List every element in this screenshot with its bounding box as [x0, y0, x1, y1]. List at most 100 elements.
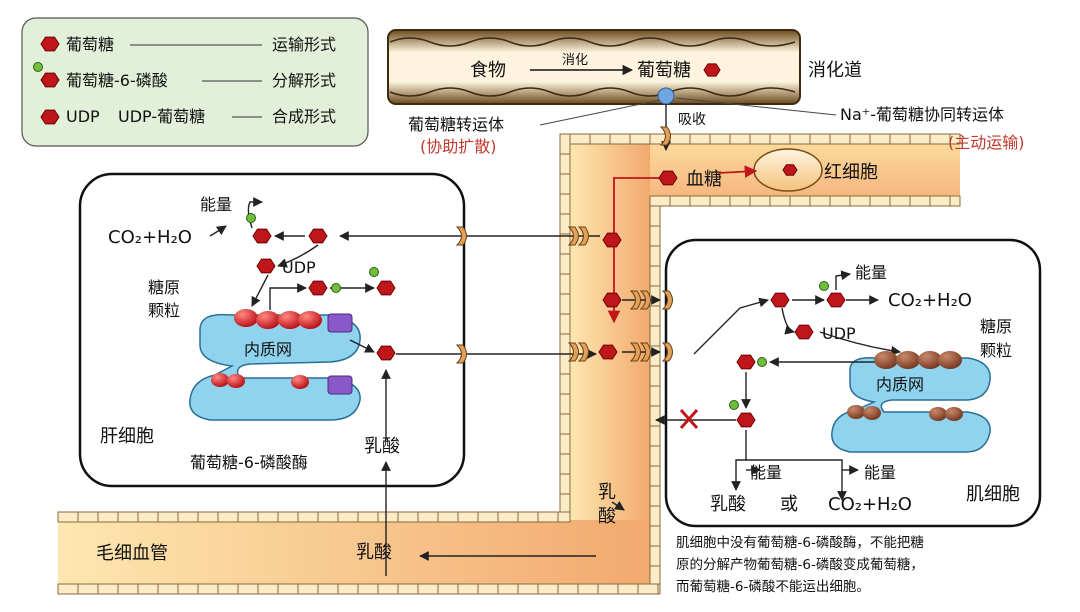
liver-transporter-2: [455, 344, 467, 364]
liver-glycogen-granule-lower-3: [291, 375, 309, 389]
vessel-wall-transporter-4: [577, 342, 589, 362]
muscle-energy-right-label: 能量: [864, 463, 896, 482]
legend-glucose-icon: [40, 36, 60, 52]
transporter-sphere-icon: [657, 87, 675, 105]
muscle-glycogen-granule-lower-4: [945, 407, 963, 421]
capillary-lactate-vertical-1: 乳: [598, 482, 616, 503]
muscle-cell: 内质网 能量 CO₂+H₂O UDP 糖原 颗粒 能量 能量 乳酸 或 CO₂+…: [664, 238, 1042, 528]
blocked-transport-x-icon: [679, 409, 699, 429]
liver-enzyme-2-icon: [327, 375, 353, 395]
legend-synthesis-form: 合成形式: [272, 107, 336, 126]
liver-phosphate-3-icon: [369, 267, 379, 277]
vessel-glucose-2-icon: [602, 292, 622, 308]
liver-glycogen-label-2: 颗粒: [148, 301, 180, 320]
vessel-wall-transporter-3: [567, 342, 579, 362]
liver-glycogen-granule-lower-2: [227, 374, 245, 388]
liver-co2-h2o-label: CO₂+H₂O: [108, 227, 192, 248]
capillary-lactate-vertical-2: 酸: [598, 506, 616, 527]
muscle-er-label: 内质网: [876, 375, 924, 394]
muscle-co2-h2o-top-label: CO₂+H₂O: [888, 290, 972, 311]
muscle-glycogen-granule-4: [938, 351, 962, 369]
rbc-glucose-icon: [782, 164, 798, 176]
muscle-glucose-icon: [770, 292, 790, 308]
liver-glucose-icon: [308, 228, 328, 244]
liver-g6p-phosphate-icon: [246, 213, 256, 223]
legend-glucose: 葡萄糖: [66, 35, 114, 54]
vessel-wall-transporter-5: [629, 290, 641, 310]
muscle-glycogen-label-1: 糖原: [980, 317, 1012, 336]
muscle-glycogen-label-2: 颗粒: [980, 341, 1012, 360]
muscle-glycogen-granule-lower-1: [847, 405, 865, 419]
vessel-glucose-3-icon: [598, 344, 618, 360]
liver-g6p-icon: [252, 228, 272, 244]
vessel-wall-transporter-8: [639, 342, 651, 362]
capillary-label: 毛细血管: [96, 543, 168, 564]
legend-breakdown-form: 分解形式: [272, 71, 336, 90]
digestive-tract-label: 消化道: [808, 60, 862, 81]
vessel-wall-transporter-2: [577, 226, 589, 246]
muscle-glycogen-granule-3: [918, 351, 942, 369]
active-transport-label: (主动运输): [948, 133, 1025, 152]
note-line-2: 原的分解产物葡萄糖-6-磷酸变成葡萄糖，: [676, 557, 924, 573]
liver-udp-label: UDP: [282, 258, 316, 277]
liver-glycogen-granule-4: [298, 311, 322, 329]
legend-phosphate-icon: [33, 62, 43, 72]
liver-lactate-label: 乳酸: [364, 436, 400, 457]
muscle-endoplasmic-reticulum: [831, 357, 991, 453]
liver-endoplasmic-reticulum: [189, 313, 361, 421]
muscle-phosphate-1-icon: [819, 281, 829, 291]
muscle-g6p-icon: [826, 292, 846, 308]
food-label: 食物: [470, 60, 506, 81]
muscle-phosphate-2-icon: [757, 357, 767, 367]
liver-glycogen-granule-3: [278, 311, 302, 329]
capillary-lactate-label: 乳酸: [356, 542, 392, 563]
muscle-transporter-2: [661, 342, 673, 362]
blood-glucose-icon: [658, 170, 678, 186]
liver-glycogen-label-1: 糖原: [148, 278, 180, 297]
rbc-label: 红细胞: [824, 162, 878, 183]
legend-udpg: UDP-葡萄糖: [118, 107, 205, 126]
liver-exit-glucose-icon: [376, 345, 396, 361]
glucose-transporter-label: 葡萄糖转运体: [408, 115, 504, 134]
muscle-udp-label: UDP: [822, 324, 856, 343]
muscle-energy-top-label: 能量: [855, 263, 887, 282]
liver-er-label: 内质网: [244, 340, 292, 359]
liver-cell: 内质网 能量 CO₂+H₂O UDP 糖原 颗粒 葡萄糖-6-磷酸酶 乳酸 肝细…: [78, 172, 466, 488]
gut-glucose-label: 葡萄糖: [637, 60, 691, 81]
muscle-transporter-1: [661, 290, 673, 310]
liver-udpg-icon: [256, 258, 276, 274]
vessel-wall-transporter-6: [639, 290, 651, 310]
blood-sugar-label: 血糖: [686, 169, 722, 190]
liver-g6pase-label: 葡萄糖-6-磷酸酶: [190, 453, 308, 472]
liver-cell-label: 肝细胞: [100, 426, 154, 447]
liver-g6p-3-icon: [376, 280, 396, 296]
legend-g6p: 葡萄糖-6-磷酸: [66, 71, 168, 90]
absorption-label: 吸收: [678, 112, 706, 128]
muscle-g6p-2-icon: [736, 354, 756, 370]
blood-flow-arrows: [607, 165, 758, 324]
digestive-tract: 食物 消化 葡萄糖 消化道: [387, 29, 862, 105]
liver-transporter-1: [455, 226, 467, 246]
liver-glycogen-granule-1: [234, 309, 258, 327]
muscle-or-label: 或: [780, 494, 798, 515]
legend: 葡萄糖 运输形式 葡萄糖-6-磷酸 分解形式 UDP UDP-葡萄糖 合成形式: [21, 17, 369, 147]
muscle-co2-h2o-bottom-label: CO₂+H₂O: [828, 494, 912, 515]
note-line-1: 肌细胞中没有葡萄糖-6-磷酸酶，不能把糖: [676, 535, 924, 551]
liver-enzyme-1-icon: [327, 313, 353, 333]
muscle-glycogen-granule-1: [874, 351, 898, 369]
molecule-icons: [33, 36, 846, 428]
liver-glycogen-granule-2: [256, 311, 280, 329]
vessel-wall-transporter-7: [629, 342, 641, 362]
legend-transport-form: 运输形式: [272, 35, 336, 54]
gut-glucose-icon: [703, 63, 721, 77]
muscle-lactate-label: 乳酸: [710, 494, 746, 515]
legend-udp: UDP: [66, 107, 100, 126]
vessel-wall-transporter-1: [567, 226, 579, 246]
vessel-glucose-1-icon: [602, 232, 622, 248]
legend-g6p-icon: [40, 72, 60, 88]
gut-transporter: [659, 126, 671, 146]
liver-phosphate-2-icon: [331, 283, 341, 293]
muscle-glycogen-granule-lower-2: [863, 406, 881, 420]
muscle-udpg-icon: [794, 324, 814, 340]
